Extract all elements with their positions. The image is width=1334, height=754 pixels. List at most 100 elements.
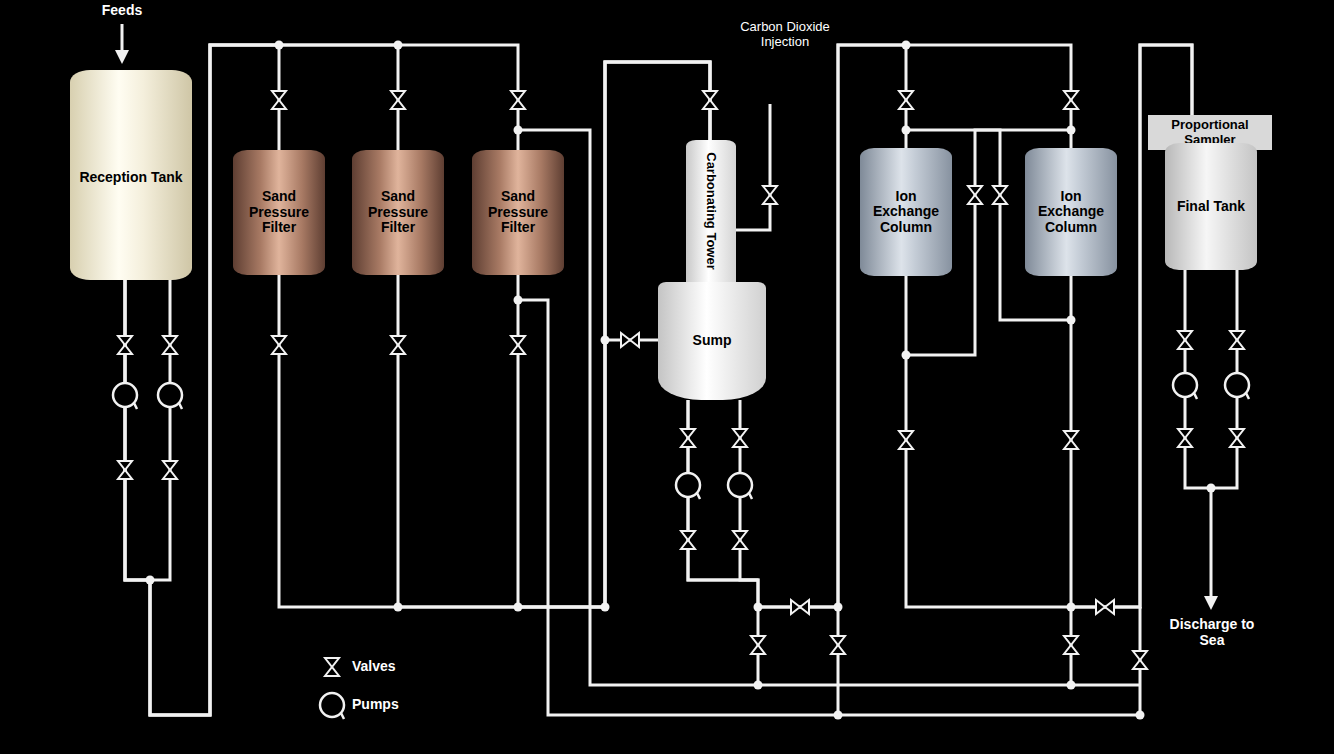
valve-symbol <box>899 91 913 109</box>
flow-arrowhead <box>115 50 129 64</box>
valve-symbol <box>1230 331 1244 349</box>
valve-symbol <box>272 91 286 109</box>
connectors <box>125 45 1192 715</box>
reception-tank: Reception Tank <box>70 70 192 280</box>
pump-symbol <box>179 403 182 409</box>
pump-symbol <box>697 493 700 499</box>
node-label: Sump <box>693 333 732 348</box>
node-label: Reception Tank <box>79 170 182 185</box>
valve-symbol <box>163 461 177 479</box>
pipe <box>736 104 770 230</box>
pump-symbol <box>341 713 344 719</box>
valve-symbol <box>511 336 525 354</box>
pump-symbol <box>113 383 137 409</box>
valve-symbol <box>1064 636 1078 654</box>
junction-dot <box>754 603 763 612</box>
junction-dot <box>902 351 911 360</box>
valve-symbol <box>118 336 132 354</box>
valve-symbol <box>681 531 695 549</box>
junction-dot <box>834 603 843 612</box>
junction-dot <box>1067 126 1076 135</box>
valve-symbol <box>1230 429 1244 447</box>
legend-entry: Pumps <box>352 696 399 712</box>
pump-symbol <box>749 493 752 499</box>
sand-filter: Sand Pressure Filter <box>233 150 325 275</box>
junction-dot <box>1067 316 1076 325</box>
junction-dot <box>394 603 403 612</box>
junction-dot <box>514 126 523 135</box>
carbonating-tower: Carbonating Tower <box>686 140 736 282</box>
valve-symbol <box>763 186 777 204</box>
node-label: Sand Pressure Filter <box>356 189 440 235</box>
legend-text: Valves <box>352 658 396 674</box>
pipe <box>1210 488 1213 598</box>
flow-arrowhead <box>115 50 1218 610</box>
valve-symbol <box>899 431 913 449</box>
valve-symbol <box>163 336 177 354</box>
valve-symbol <box>1096 600 1114 614</box>
valve-symbol <box>1133 651 1147 669</box>
injection-label: Carbon Dioxide Injection <box>738 20 832 50</box>
junction-dot <box>1136 711 1145 720</box>
pump-symbol <box>1225 373 1249 399</box>
junction-dot <box>146 576 155 585</box>
pump-symbol <box>676 473 700 499</box>
valve-symbol <box>272 336 286 354</box>
sand-filter: Sand Pressure Filter <box>472 150 564 275</box>
junction-dot <box>754 681 763 690</box>
pump-symbol <box>320 693 344 719</box>
junction-dot <box>834 711 843 720</box>
node-label: Ion Exchange Column <box>864 189 948 235</box>
pipe <box>150 280 170 580</box>
junction-dot <box>394 41 403 50</box>
sand-filter: Sand Pressure Filter <box>352 150 444 275</box>
node-label: Ion Exchange Column <box>1029 189 1113 235</box>
junction-dot <box>1207 484 1216 493</box>
pipe <box>122 24 1237 715</box>
pipe <box>121 24 124 52</box>
junction-dot <box>1067 603 1076 612</box>
valve-symbol <box>621 333 639 347</box>
valve-symbol <box>733 531 747 549</box>
pump-symbol <box>1173 373 1197 399</box>
pump-symbol <box>1246 393 1249 399</box>
ion-exchange-column: Ion Exchange Column <box>860 148 952 276</box>
valve-symbol <box>391 336 405 354</box>
pump-symbol <box>158 383 182 409</box>
junction-dot <box>902 126 911 135</box>
node-label: Carbonating Tower <box>704 148 718 274</box>
junction-dot <box>1067 681 1076 690</box>
junction-dot <box>902 41 911 50</box>
node-label: Sand Pressure Filter <box>237 189 321 235</box>
pipe <box>837 607 840 715</box>
valve-symbol <box>703 91 717 109</box>
feed-label: Feeds <box>92 2 152 18</box>
valve-symbol <box>1064 91 1078 109</box>
valve-symbol <box>391 91 405 109</box>
junction-dot <box>601 603 610 612</box>
pipe <box>518 300 1140 715</box>
pipe-connector <box>279 62 710 607</box>
valve-symbol <box>681 429 695 447</box>
valve-symbol <box>733 429 747 447</box>
valve-symbol <box>993 186 1007 204</box>
flow-arrowhead <box>1204 596 1218 610</box>
node-label: Sand Pressure Filter <box>476 189 560 235</box>
legend-text: Pumps <box>352 696 399 712</box>
junction-dot <box>514 296 523 305</box>
pump-symbol <box>728 473 752 499</box>
ion-exchange-column: Ion Exchange Column <box>1025 148 1117 276</box>
junction-dot <box>601 336 610 345</box>
junction-dot <box>514 603 523 612</box>
valve-symbol <box>791 600 809 614</box>
valve-symbol <box>118 461 132 479</box>
node-label: Final Tank <box>1177 199 1245 214</box>
valve-symbol <box>1178 429 1192 447</box>
symbols <box>113 41 1249 720</box>
valve-symbol <box>511 91 525 109</box>
final-tank: Final Tank <box>1165 143 1257 270</box>
junction-dot <box>275 41 284 50</box>
sump: Sump <box>658 282 766 400</box>
valve-symbol <box>751 636 765 654</box>
valve-symbol <box>1064 431 1078 449</box>
